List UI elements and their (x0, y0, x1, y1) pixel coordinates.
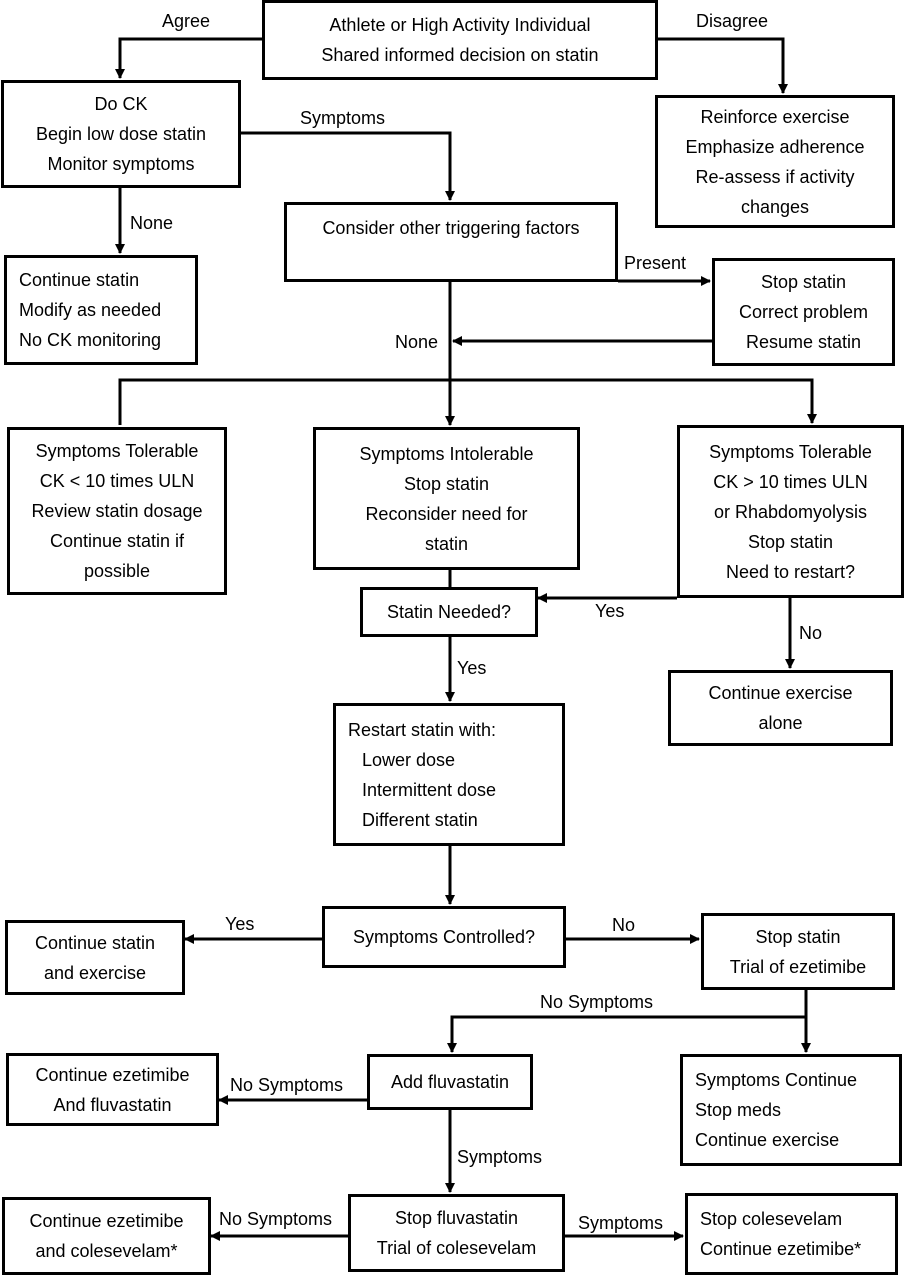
edge-disagree (658, 37, 788, 94)
node-consider: Consider other triggering factors (284, 202, 618, 282)
node-line: Restart statin with: (348, 719, 497, 740)
node-line: Symptoms Tolerable (709, 441, 872, 462)
node-line: Begin low dose statin (35, 124, 207, 144)
node-line: Continue statin if (49, 531, 185, 551)
label-no-symptoms-1: No Symptoms (538, 991, 656, 1013)
node-line: Review statin dosage (31, 501, 203, 521)
node-stop-ezetimibe: Stop statin Trial of ezetimibe (701, 913, 895, 990)
node-stop-correct: Stop statin Correct problem Resume stati… (712, 258, 895, 366)
node-continue-ezetimibe-fluvastatin: Continue ezetimibe And fluvastatin (6, 1053, 219, 1126)
node-line: Trial of colesevelam (376, 1238, 537, 1258)
label-disagree: Disagree (694, 10, 771, 32)
node-line: Athlete or High Activity Individual (329, 15, 591, 35)
label-none-1: None (128, 212, 176, 234)
node-line: Trial of ezetimibe (729, 956, 867, 977)
node-line: Symptoms Intolerable (359, 443, 534, 464)
node-line: No CK monitoring (19, 330, 162, 350)
node-line: Re-assess if activity (695, 166, 855, 187)
node-stop-fluvastatin: Stop fluvastatin Trial of colesevelam (348, 1194, 565, 1272)
node-add-fluvastatin: Add fluvastatin (367, 1054, 533, 1110)
label-yes-2: Yes (455, 657, 489, 679)
node-line: Intermittent dose (362, 779, 497, 800)
node-line: alone (758, 713, 803, 733)
node-line: Shared informed decision on statin (321, 45, 599, 65)
node-line: Emphasize adherence (685, 136, 865, 157)
node-line: Symptoms Controlled? (352, 927, 536, 947)
node-line: Continue statin (34, 932, 156, 953)
node-line: Continue ezetimibe (35, 1064, 190, 1085)
label-symptoms-1: Symptoms (298, 107, 388, 129)
node-line: Stop meds (695, 1100, 782, 1120)
node-line: Correct problem (738, 302, 869, 322)
node-continue-statin-exercise: Continue statin and exercise (5, 920, 185, 995)
node-line: Monitor symptoms (47, 154, 195, 174)
node-line: And fluvastatin (53, 1094, 172, 1115)
node-controlled: Symptoms Controlled? (322, 906, 566, 968)
edge-agree (115, 37, 262, 79)
node-line: and exercise (43, 962, 147, 983)
node-continue-statin: Continue statin Modify as needed No CK m… (4, 255, 198, 365)
label-no-symptoms-2: No Symptoms (228, 1074, 346, 1096)
node-line: Continue exercise (708, 683, 853, 703)
node-line: Continue ezetimibe (29, 1211, 184, 1231)
node-statin-needed: Statin Needed? (360, 587, 538, 637)
node-line: Symptoms Continue (695, 1070, 858, 1090)
label-no-1: No (797, 622, 825, 644)
node-start: Athlete or High Activity Individual Shar… (262, 0, 658, 80)
node-line: Stop statin (403, 473, 490, 494)
node-line: Need to restart? (725, 561, 856, 582)
edge-no-symptoms-1 (447, 1015, 806, 1053)
node-line: statin (424, 533, 469, 554)
node-line: Do CK (94, 94, 148, 114)
node-line: Statin Needed? (386, 602, 512, 622)
node-line: Lower dose (362, 749, 456, 770)
node-line: changes (740, 196, 810, 217)
node-symptoms-continue: Symptoms Continue Stop meds Continue exe… (680, 1054, 902, 1166)
node-reinforce: Reinforce exercise Emphasize adherence R… (655, 95, 895, 228)
label-no-symptoms-3: No Symptoms (217, 1208, 335, 1230)
node-line: Modify as needed (19, 300, 162, 320)
node-line: or Rhabdomyolysis (713, 501, 868, 522)
node-line: Stop statin (755, 926, 841, 947)
node-line: Continue ezetimibe* (700, 1239, 862, 1259)
node-tolerable-high: Symptoms Tolerable CK > 10 times ULN or … (677, 425, 904, 598)
node-line: Resume statin (745, 332, 862, 352)
node-line: Stop fluvastatin (394, 1208, 519, 1228)
node-line: Consider other triggering factors (322, 218, 580, 238)
node-line: Stop statin (747, 531, 834, 552)
edge-split (118, 378, 817, 425)
node-line: Reinforce exercise (700, 106, 850, 127)
label-none-2: None (393, 331, 441, 353)
node-intolerable: Symptoms Intolerable Stop statin Reconsi… (313, 427, 580, 570)
node-continue-exercise: Continue exercise alone (668, 670, 893, 746)
node-line: possible (83, 561, 151, 581)
node-line: Different statin (362, 809, 478, 830)
node-line: Stop statin (760, 272, 847, 292)
node-line: CK < 10 times ULN (39, 471, 195, 491)
node-line: Stop colesevelam (700, 1209, 843, 1229)
label-present: Present (622, 252, 689, 274)
node-line: Continue statin (19, 270, 140, 290)
label-yes-3: Yes (223, 913, 257, 935)
node-line: Symptoms Tolerable (35, 441, 199, 461)
label-symptoms-3: Symptoms (576, 1212, 666, 1234)
node-line: and colesevelam* (35, 1241, 178, 1261)
label-agree: Agree (160, 10, 213, 32)
label-symptoms-2: Symptoms (455, 1146, 545, 1168)
node-restart: Restart statin with: Lower dose Intermit… (333, 703, 565, 846)
node-line: Continue exercise (695, 1130, 840, 1150)
node-line: CK > 10 times ULN (713, 471, 868, 492)
node-line: Add fluvastatin (390, 1072, 510, 1092)
node-line: Reconsider need for (365, 503, 528, 524)
label-yes-1: Yes (593, 600, 627, 622)
node-continue-ezetimibe-colesevelam: Continue ezetimibe and colesevelam* (2, 1197, 211, 1275)
edge-symptoms-1 (241, 131, 455, 201)
node-tolerable-low: Symptoms Tolerable CK < 10 times ULN Rev… (7, 427, 227, 595)
label-no-2: No (610, 914, 638, 936)
node-do-ck: Do CK Begin low dose statin Monitor symp… (1, 80, 241, 188)
node-stop-colesevelam: Stop colesevelam Continue ezetimibe* (685, 1193, 898, 1275)
